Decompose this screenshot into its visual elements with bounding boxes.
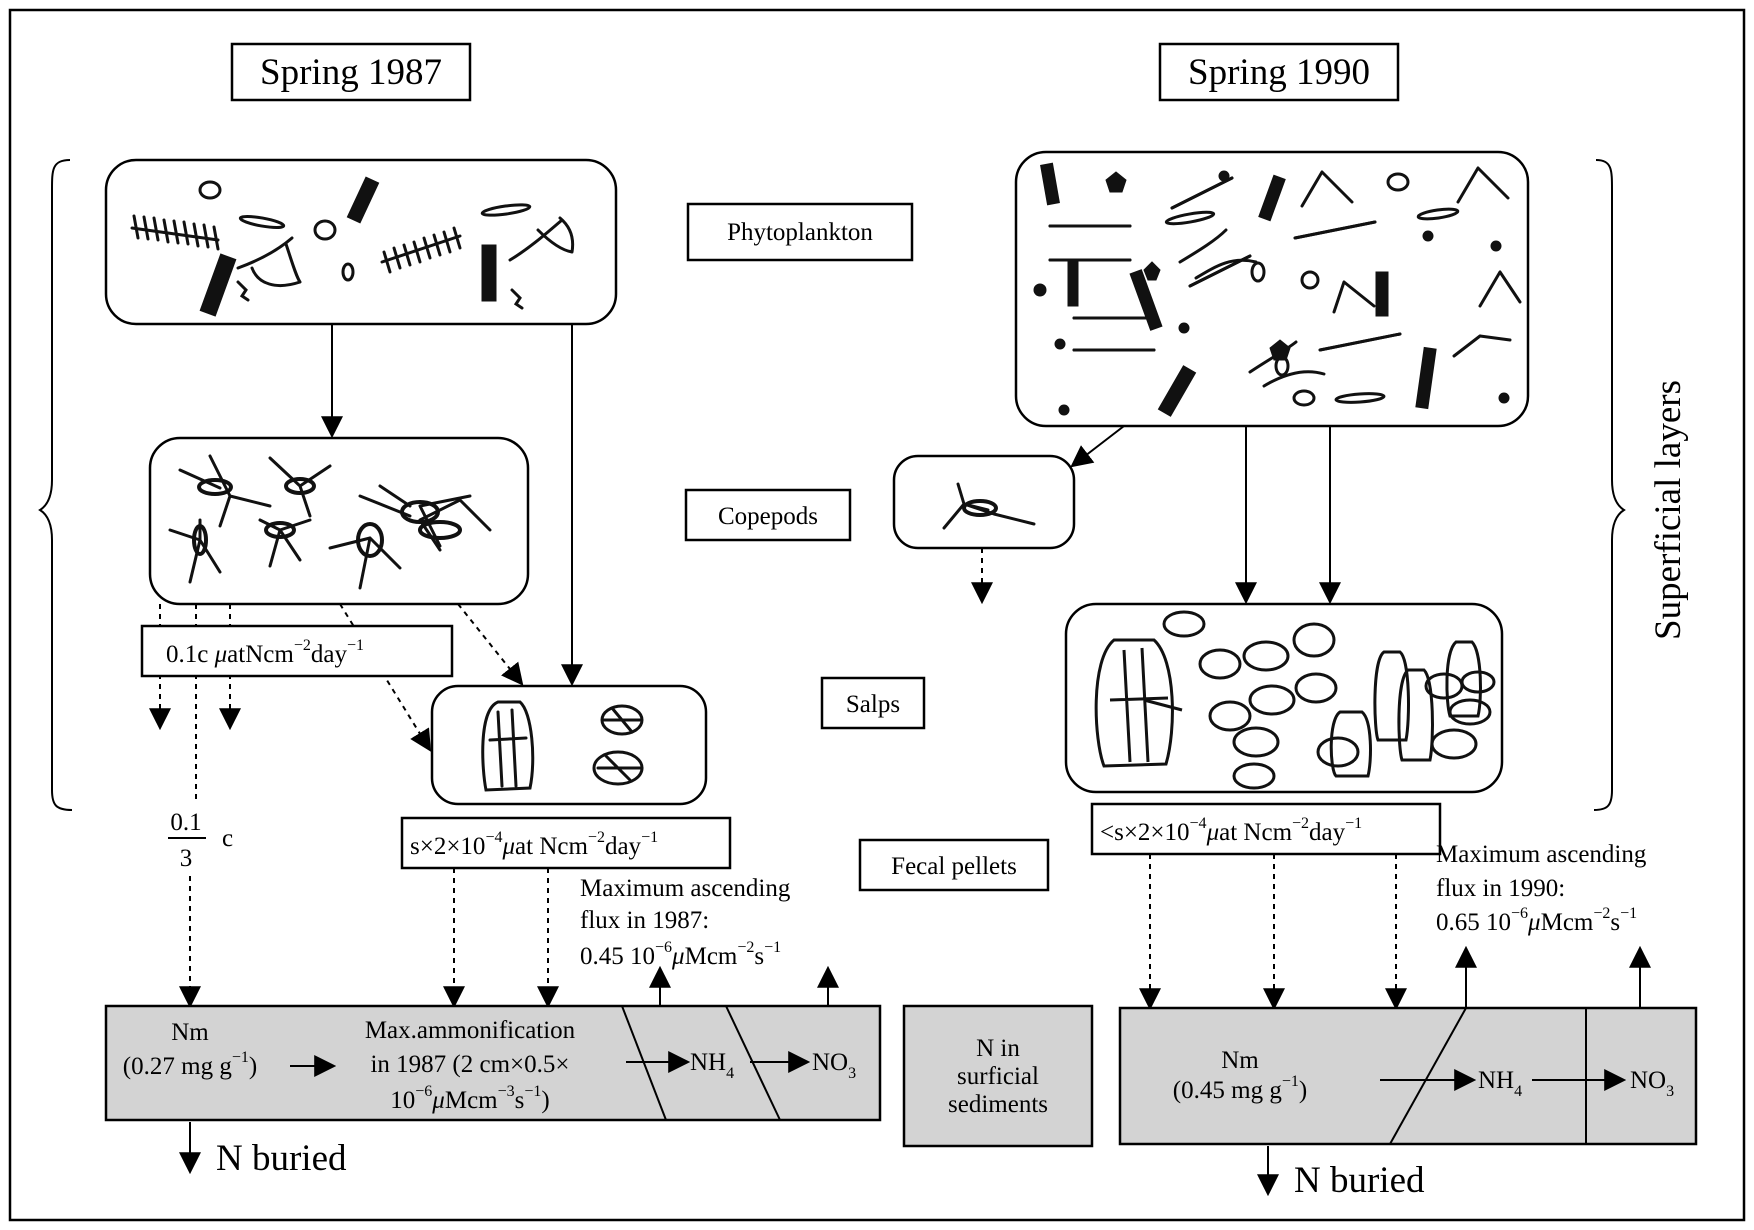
phytoplankton-label: Phytoplankton: [686, 202, 914, 262]
salp-icon: [1094, 638, 1183, 768]
left-brace: [38, 159, 73, 811]
ascending-1990-value: 0.65 10−6μMcm−2s−1: [1436, 905, 1637, 936]
n-surficial-line3: sediments: [948, 1091, 1048, 1118]
sediment-box-1987: Nm (0.27 mg g−1) Max.ammonification in 1…: [104, 1004, 882, 1122]
salp-flux-box-1990: <s×2×10−4μat Ncm−2day−1: [1090, 802, 1442, 856]
fecal-pellets-label: Fecal pellets: [858, 838, 1050, 892]
small-cell-icon: [1033, 170, 1510, 416]
no3-1990: NO3: [1630, 1067, 1674, 1100]
ammon-line1: Max.ammonification: [365, 1017, 576, 1044]
header-spring-1987: Spring 1987: [230, 42, 472, 102]
pennate-diatom-icon: [1040, 162, 1437, 417]
right-brace: [1593, 159, 1626, 811]
salps-box-1990: [1064, 602, 1504, 794]
salps-box-1987: [430, 684, 708, 806]
no3-1987: NO3: [812, 1049, 856, 1082]
header-spring-1990-text: Spring 1990: [1188, 52, 1370, 93]
cell-icon: [238, 215, 286, 229]
ascending-1990-line2: flux in 1990:: [1436, 875, 1565, 902]
small-cell-icon: [236, 280, 250, 302]
copepods-label-text: Copepods: [718, 503, 818, 530]
salps-label-text: Salps: [846, 691, 900, 718]
diatom-chain-icon: [130, 214, 220, 251]
header-spring-1990: Spring 1990: [1158, 42, 1400, 102]
ascending-flux-1990: Maximum ascending flux in 1990: 0.65 10−…: [1436, 841, 1647, 936]
header-spring-1987-text: Spring 1987: [260, 52, 442, 93]
copepods-box-1987: [148, 436, 530, 606]
ascending-1990-line1: Maximum ascending: [1436, 841, 1647, 868]
copepod-body-icon: [192, 477, 462, 558]
phytoplankton-box-1987: [104, 158, 618, 326]
copepod-flux-text: 0.1c μatNcm−2day−1: [166, 637, 364, 668]
n-buried-1990: N buried: [1294, 1160, 1425, 1201]
arrow-copepods-to-salps-2-1987: [339, 603, 432, 752]
diatom-chain-icon: [380, 226, 462, 274]
salp-flux-text-1987: s×2×10−4μat Ncm−2day−1: [410, 829, 658, 860]
cell-icon: [341, 262, 355, 282]
diatom-chain-icon: [1048, 176, 1402, 352]
copepod-icon: [942, 482, 1036, 530]
n-surficial-line1: N in: [976, 1035, 1020, 1062]
salp-flux-box-1987: s×2×10−4μat Ncm−2day−1: [400, 816, 732, 870]
arrow-phyto-to-copepods-1990: [1070, 425, 1125, 468]
salp-icon: [1162, 610, 1496, 790]
salps-label: Salps: [820, 676, 926, 730]
ascending-1987-line2: flux in 1987:: [580, 907, 709, 934]
arrow-copepods-to-salps-1987: [457, 603, 524, 686]
n-surficial-sediments-box: N in surficial sediments: [902, 1004, 1094, 1148]
sediment-box-1990: Nm (0.45 mg g−1) NH4 NO3: [1118, 1006, 1698, 1146]
copepods-box-1990: [892, 454, 1076, 550]
nm-value-1990: (0.45 mg g−1): [1173, 1073, 1307, 1104]
fraction-numerator: 0.1: [170, 809, 201, 836]
outer-frame: [8, 8, 1746, 1222]
n-surficial-line2: surficial: [957, 1063, 1039, 1090]
fraction-label-1987: 0.1 3 c: [168, 809, 233, 872]
copepod-flux-box-1987: 0.1c μatNcm−2day−1: [140, 624, 454, 678]
salp-icon: [592, 704, 644, 786]
ceratium-icon: [236, 216, 575, 287]
pennate-diatom-icon: [199, 176, 497, 317]
cell-icon: [313, 219, 337, 241]
fraction-c: c: [222, 825, 233, 852]
ascending-1987-value: 0.45 10−6μMcm−2s−1: [580, 939, 781, 970]
salp-icon: [481, 700, 535, 792]
nm-label-1990: Nm: [1221, 1047, 1259, 1074]
salp-icon: [1329, 640, 1482, 778]
copepods-label: Copepods: [684, 488, 852, 542]
ammon-line2: in 1987 (2 cm×0.5×: [370, 1051, 569, 1078]
nh4-1987: NH4: [690, 1049, 734, 1082]
fecal-pellets-label-text: Fecal pellets: [891, 853, 1017, 880]
fraction-denominator: 3: [180, 845, 193, 872]
nm-value-1987: (0.27 mg g−1): [123, 1049, 257, 1080]
ascending-1987-line1: Maximum ascending: [580, 875, 791, 902]
n-buried-1987: N buried: [216, 1138, 347, 1179]
nm-label-1987: Nm: [171, 1019, 209, 1046]
ceratium-icon: [1178, 166, 1522, 388]
nh4-1990: NH4: [1478, 1067, 1522, 1100]
cell-icon: [480, 203, 532, 217]
superficial-layers-label: Superficial layers: [1648, 380, 1689, 640]
small-cell-icon: [510, 288, 524, 310]
cell-icon: [198, 180, 222, 200]
ascending-flux-1987: Maximum ascending flux in 1987: 0.45 10−…: [580, 875, 791, 970]
ammon-line3: 10−6μMcm−3s−1): [390, 1083, 550, 1114]
salp-flux-text-1990: <s×2×10−4μat Ncm−2day−1: [1100, 815, 1362, 846]
phytoplankton-box-1990: [1014, 150, 1530, 428]
phytoplankton-label-text: Phytoplankton: [727, 219, 873, 246]
